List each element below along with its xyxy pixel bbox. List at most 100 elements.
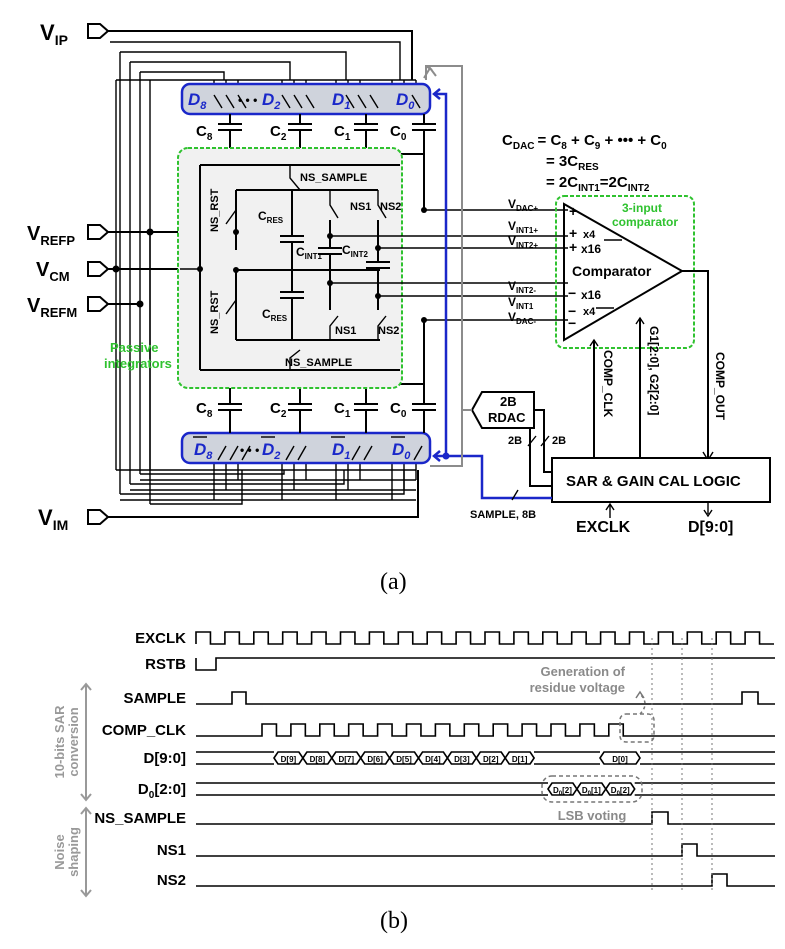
svg-text:VIP: VIP — [40, 20, 68, 48]
svg-text:VINT2+: VINT2+ — [508, 234, 538, 250]
svg-text:• • •: • • • — [240, 443, 259, 457]
d0-bus-line — [634, 782, 775, 796]
svg-text:3-input: 3-input — [622, 201, 662, 215]
port-vim: VIM — [38, 505, 110, 533]
svg-text:C1: C1 — [334, 123, 351, 143]
svg-text:NS2: NS2 — [378, 325, 399, 337]
svg-text:D1: D1 — [332, 90, 350, 112]
group-sar-conversion-label: 10-bits SAR — [52, 705, 67, 779]
annotation-lsb-voting: LSB voting — [558, 808, 627, 823]
svg-text:C0: C0 — [390, 400, 407, 420]
signal-label: D[9:0] — [143, 750, 186, 767]
d-bus-line — [534, 751, 600, 765]
svg-text:x16: x16 — [581, 242, 601, 256]
d-bus-bit-label: D[5] — [396, 755, 412, 764]
annotation-residue: Generation of — [540, 664, 625, 679]
svg-text:CRES: CRES — [258, 209, 284, 225]
svg-text:C2: C2 — [270, 123, 287, 143]
d-bus-line — [196, 751, 274, 765]
d-bus-bit-label: D[8] — [310, 755, 326, 764]
svg-text:−: − — [568, 303, 576, 319]
d-bus-segment — [504, 751, 536, 765]
d-bus-bit-label: D[1] — [512, 755, 528, 764]
d-bus-bit-label: D[0] — [612, 755, 628, 764]
svg-text:2B: 2B — [552, 435, 566, 447]
svg-text:G1[2:0], G2[2:0]: G1[2:0], G2[2:0] — [647, 326, 661, 415]
svg-text:VIM: VIM — [38, 505, 68, 533]
lsb-voting-highlight — [541, 775, 643, 803]
svg-text:D8: D8 — [194, 440, 213, 462]
svg-text:D2: D2 — [262, 440, 280, 462]
svg-text:VCM: VCM — [36, 259, 70, 284]
d-bus-segment — [599, 751, 641, 765]
svg-text:VREFM: VREFM — [27, 295, 77, 320]
svg-text:= 3CRES: = 3CRES — [546, 153, 599, 173]
svg-text:D0: D0 — [392, 440, 411, 462]
svg-text:VINT1: VINT1 — [508, 295, 534, 311]
svg-text:CRES: CRES — [262, 307, 288, 323]
svg-text:VDAC+: VDAC+ — [508, 197, 538, 213]
d-bus-bit-label: D[3] — [454, 755, 470, 764]
sar-gain-cal-logic: SAR & GAIN CAL LOGIC COMP_CLK G1[2:0], G… — [423, 65, 771, 536]
d-bus-line — [640, 751, 775, 765]
timing-diagram: EXCLKRSTBSAMPLECOMP_CLKD[9:0]D0[2:0]NS_S… — [52, 630, 775, 898]
svg-text:D[9:0]: D[9:0] — [688, 519, 733, 536]
group-noise-shaping-arrowheads — [80, 806, 92, 898]
svg-text:NS_RST: NS_RST — [209, 188, 221, 232]
svg-text:NS1: NS1 — [335, 325, 356, 337]
svg-text:D1: D1 — [332, 440, 350, 462]
svg-text:NS2: NS2 — [380, 201, 401, 213]
group-sar-conversion-arrowheads — [80, 682, 92, 802]
signal-label: NS2 — [157, 872, 186, 889]
svg-text:Passive: Passive — [110, 340, 158, 355]
group-noise-shaping-label: Noise — [52, 834, 67, 869]
svg-text:VINT1+: VINT1+ — [508, 219, 538, 235]
signal-label: NS_SAMPLE — [94, 810, 186, 827]
cdac-equation: CDAC= C8 + C9 + ••• + C0 = 3CRES = 2CINT… — [502, 132, 667, 194]
group-sar-conversion-label: conversion — [66, 707, 81, 776]
svg-text:+: + — [569, 225, 577, 241]
svg-text:C8: C8 — [196, 400, 213, 420]
svg-text:C8: C8 — [196, 123, 213, 143]
caption-a: (a) — [380, 569, 407, 595]
svg-text:D8: D8 — [188, 90, 207, 112]
svg-text:C1: C1 — [334, 400, 351, 420]
d0-bus-line — [196, 782, 548, 796]
passive-integrator-block: NS_SAMPLE NS_SAMPLE NS_RST NS_RST CRES C… — [104, 147, 403, 389]
svg-text:NS1: NS1 — [350, 201, 371, 213]
caption-b: (b) — [380, 908, 408, 934]
d-bus-bit-label: D[2] — [483, 755, 499, 764]
svg-text:COMP_CLK: COMP_CLK — [601, 350, 615, 418]
svg-text:−: − — [568, 315, 576, 331]
svg-text:integrators: integrators — [104, 356, 172, 371]
svg-text:NS_RST: NS_RST — [209, 290, 221, 334]
svg-text:SAR & GAIN CAL LOGIC: SAR & GAIN CAL LOGIC — [566, 473, 741, 490]
svg-text:VINT2-: VINT2- — [508, 279, 536, 295]
svg-text:VREFP: VREFP — [27, 223, 75, 248]
svg-text:x16: x16 — [581, 288, 601, 302]
dac-switch-array-bottom: D8 • • • D2 D1 D0 — [180, 431, 432, 465]
svg-text:2B: 2B — [500, 394, 517, 409]
svg-text:RDAC: RDAC — [488, 410, 526, 425]
port-vcm: VCM — [36, 259, 110, 284]
group-noise-shaping-label: shaping — [66, 827, 81, 877]
ns1-waveform — [196, 843, 775, 857]
d0-bus-bit-label: D0[1] — [582, 786, 601, 797]
d-bus-bit-label: D[9] — [281, 755, 297, 764]
signal-label: RSTB — [145, 656, 186, 673]
signal-label: EXCLK — [135, 630, 186, 647]
d0-bus-bit-label: D0[2] — [611, 786, 630, 797]
svg-text:x4: x4 — [583, 306, 596, 318]
d0-bus-bit-label: D0[2] — [553, 786, 572, 797]
d-bus-bit-label: D[6] — [367, 755, 383, 764]
sample-waveform — [196, 691, 775, 705]
svg-text:D2: D2 — [262, 90, 280, 112]
ns-sample-waveform — [196, 811, 775, 825]
svg-text:EXCLK: EXCLK — [576, 519, 631, 536]
comparator-input-wires: VDAC+ VINT1+ VINT2+ VINT2- VINT1 VDAC- — [330, 197, 568, 326]
ns2-waveform — [196, 873, 775, 887]
port-vrefm: VREFM — [27, 295, 110, 320]
port-vip: VIP — [40, 20, 110, 48]
svg-text:CINT1: CINT1 — [296, 245, 323, 261]
